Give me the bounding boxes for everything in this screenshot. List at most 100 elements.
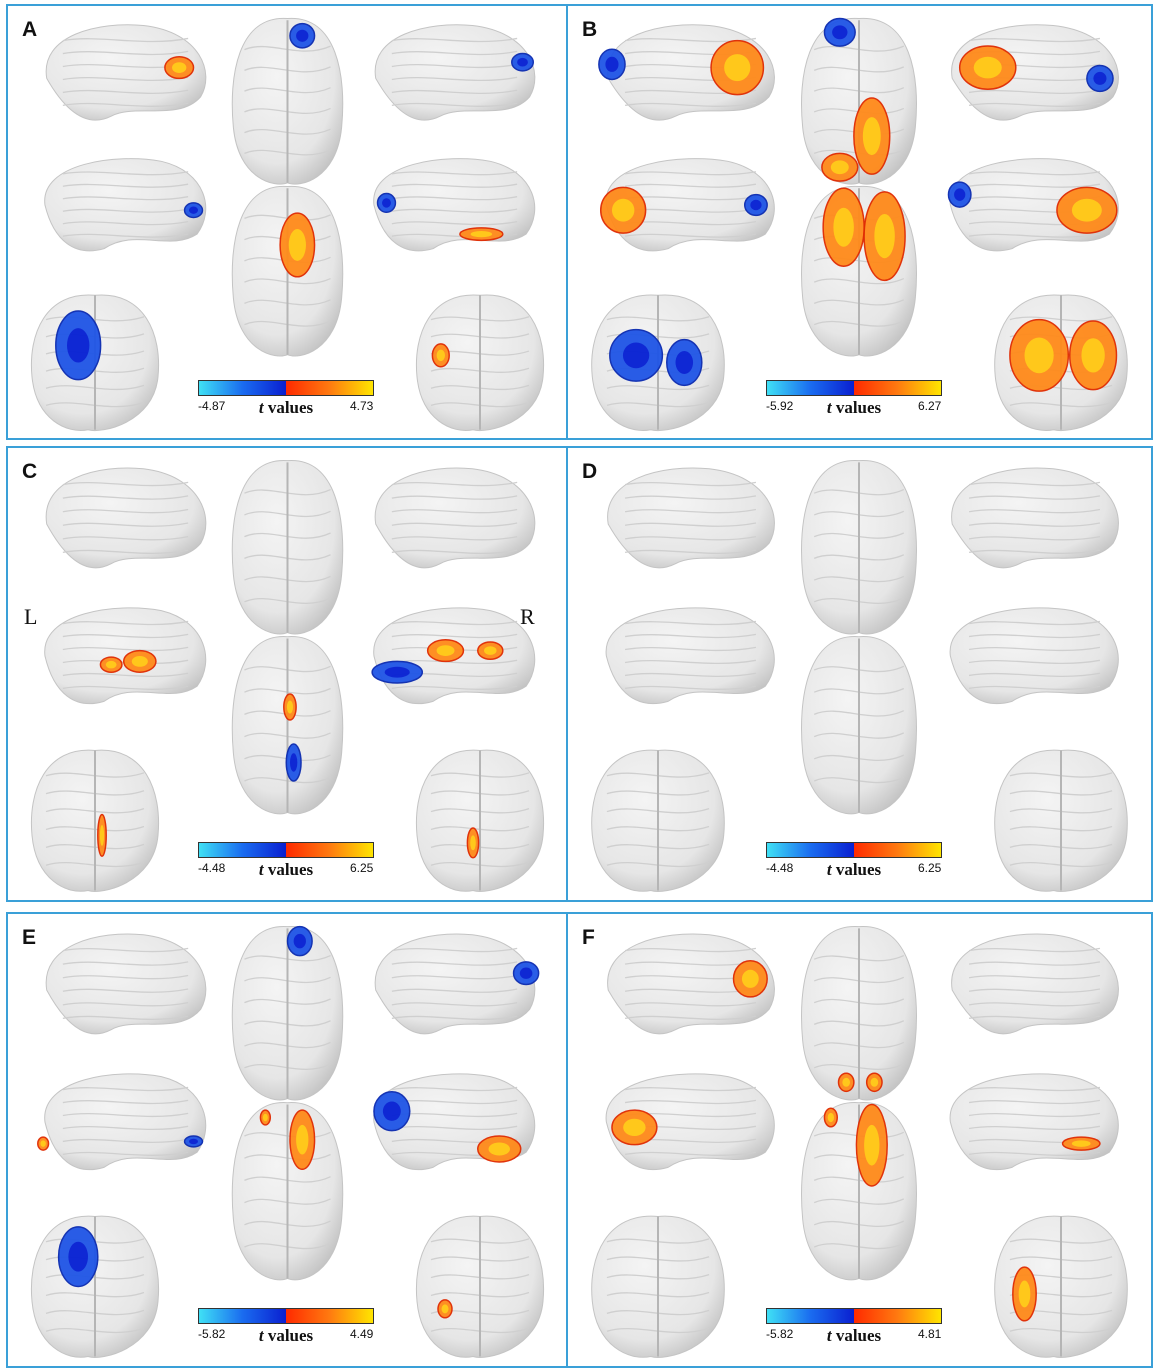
brain-sulcus xyxy=(391,183,518,188)
brain-lateral-right-view xyxy=(951,467,1119,569)
brain-medial-right-view xyxy=(373,1073,536,1171)
brain-sulcus xyxy=(968,233,1101,238)
brain-sulcus xyxy=(1009,401,1113,408)
activation-core xyxy=(441,1304,449,1314)
brain-top-view xyxy=(801,17,917,185)
brain-medial-left-view xyxy=(44,607,207,705)
brain-sulcus xyxy=(430,367,530,373)
divider-ef xyxy=(566,912,568,1368)
brain-sulcus xyxy=(624,233,757,238)
brain-sulcus xyxy=(813,754,905,762)
brain-lateral-left-view xyxy=(607,467,775,569)
divider-ab xyxy=(566,4,568,440)
brain-surface xyxy=(374,933,536,1035)
colorbar xyxy=(198,1308,374,1324)
brain-sulcus xyxy=(606,401,710,408)
activation-core xyxy=(289,753,298,772)
activation-core xyxy=(40,1140,46,1147)
brain-surface xyxy=(951,467,1119,569)
brain-sulcus xyxy=(244,320,331,327)
brain-sulcus xyxy=(624,1001,757,1007)
brain-bottom-view xyxy=(231,1102,344,1281)
brain-sulcus xyxy=(813,1198,905,1205)
brain-surface xyxy=(44,158,207,252)
brain-sulcus xyxy=(244,597,331,604)
brain-medial-right-view xyxy=(947,158,1119,252)
brain-sulcus xyxy=(606,1309,710,1316)
activation-core xyxy=(262,1113,268,1122)
brain-sulcus xyxy=(968,633,1101,639)
brain-medial-left-view xyxy=(605,1073,775,1171)
brain-sulcus xyxy=(1009,790,1113,796)
brain-sulcus xyxy=(624,672,757,678)
brain-sulcus xyxy=(244,45,331,52)
brain-sulcus xyxy=(62,549,189,555)
brain-surface xyxy=(374,467,536,569)
brain-sulcus xyxy=(62,76,189,82)
activation-core xyxy=(622,342,650,369)
brain-sulcus xyxy=(62,535,189,541)
brain-sulcus xyxy=(430,384,530,391)
activation-core xyxy=(842,1077,851,1087)
brain-medial-right-view xyxy=(373,158,536,252)
brain-sulcus xyxy=(1009,1238,1113,1244)
brain-sulcus xyxy=(813,1220,905,1228)
brain-sulcus xyxy=(1009,1256,1113,1262)
brain-sulcus xyxy=(813,597,905,604)
brain-sulcus xyxy=(62,974,189,980)
colorbar xyxy=(766,380,942,396)
brain-sulcus xyxy=(1009,772,1113,778)
colorbar-title: t values xyxy=(826,860,882,879)
activation-core xyxy=(488,1142,510,1156)
brain-sulcus xyxy=(813,1242,905,1250)
activation-core xyxy=(286,700,294,714)
activation-core xyxy=(470,231,493,238)
activation-core xyxy=(1093,71,1107,85)
panel-letter: B xyxy=(582,18,598,41)
brain-sulcus xyxy=(624,659,757,665)
colorbar xyxy=(766,1308,942,1324)
brain-sulcus xyxy=(62,102,189,107)
brain-sulcus xyxy=(968,481,1101,487)
colorbar xyxy=(766,842,942,858)
colorbar-title: t values xyxy=(258,398,314,417)
brain-sulcus xyxy=(606,825,710,832)
brain-top-view xyxy=(231,460,344,635)
brain-sulcus xyxy=(624,508,757,514)
brain-sulcus xyxy=(813,732,905,739)
brain-sulcus xyxy=(244,575,331,583)
brain-sulcus xyxy=(968,508,1101,514)
brain-sulcus xyxy=(244,976,331,984)
brain-sulcus xyxy=(391,620,518,626)
panel-letter: F xyxy=(582,926,595,949)
brain-sulcus xyxy=(813,320,905,327)
brain-top-view xyxy=(231,925,344,1101)
activation-core xyxy=(99,824,105,846)
brain-sulcus xyxy=(624,620,757,626)
activation-core xyxy=(519,967,533,979)
brain-sulcus xyxy=(62,685,189,690)
panel-letter: C xyxy=(22,460,38,483)
brain-sulcus xyxy=(813,1020,905,1027)
brain-sulcus xyxy=(430,807,530,814)
brain-sulcus xyxy=(813,776,905,784)
brain-surface xyxy=(373,158,536,252)
brain-sulcus xyxy=(391,508,518,514)
brain-top-view xyxy=(801,460,917,635)
brain-lateral-left-view xyxy=(45,933,207,1035)
brain-sulcus xyxy=(624,1099,757,1105)
brain-sulcus xyxy=(813,1041,905,1049)
brain-sulcus xyxy=(624,646,757,652)
brain-sulcus xyxy=(430,1291,530,1298)
activation-core xyxy=(741,969,759,988)
brain-sulcus xyxy=(45,1327,145,1334)
brain-sulcus xyxy=(62,1001,189,1007)
brain-sulcus xyxy=(968,646,1101,652)
brain-sulcus xyxy=(62,1086,189,1092)
brain-sulcus xyxy=(244,776,331,784)
brain-lateral-right-view xyxy=(951,24,1119,121)
brain-sulcus xyxy=(813,1063,905,1070)
brain-sulcus xyxy=(391,102,518,107)
brain-bottom-view xyxy=(801,1102,917,1281)
